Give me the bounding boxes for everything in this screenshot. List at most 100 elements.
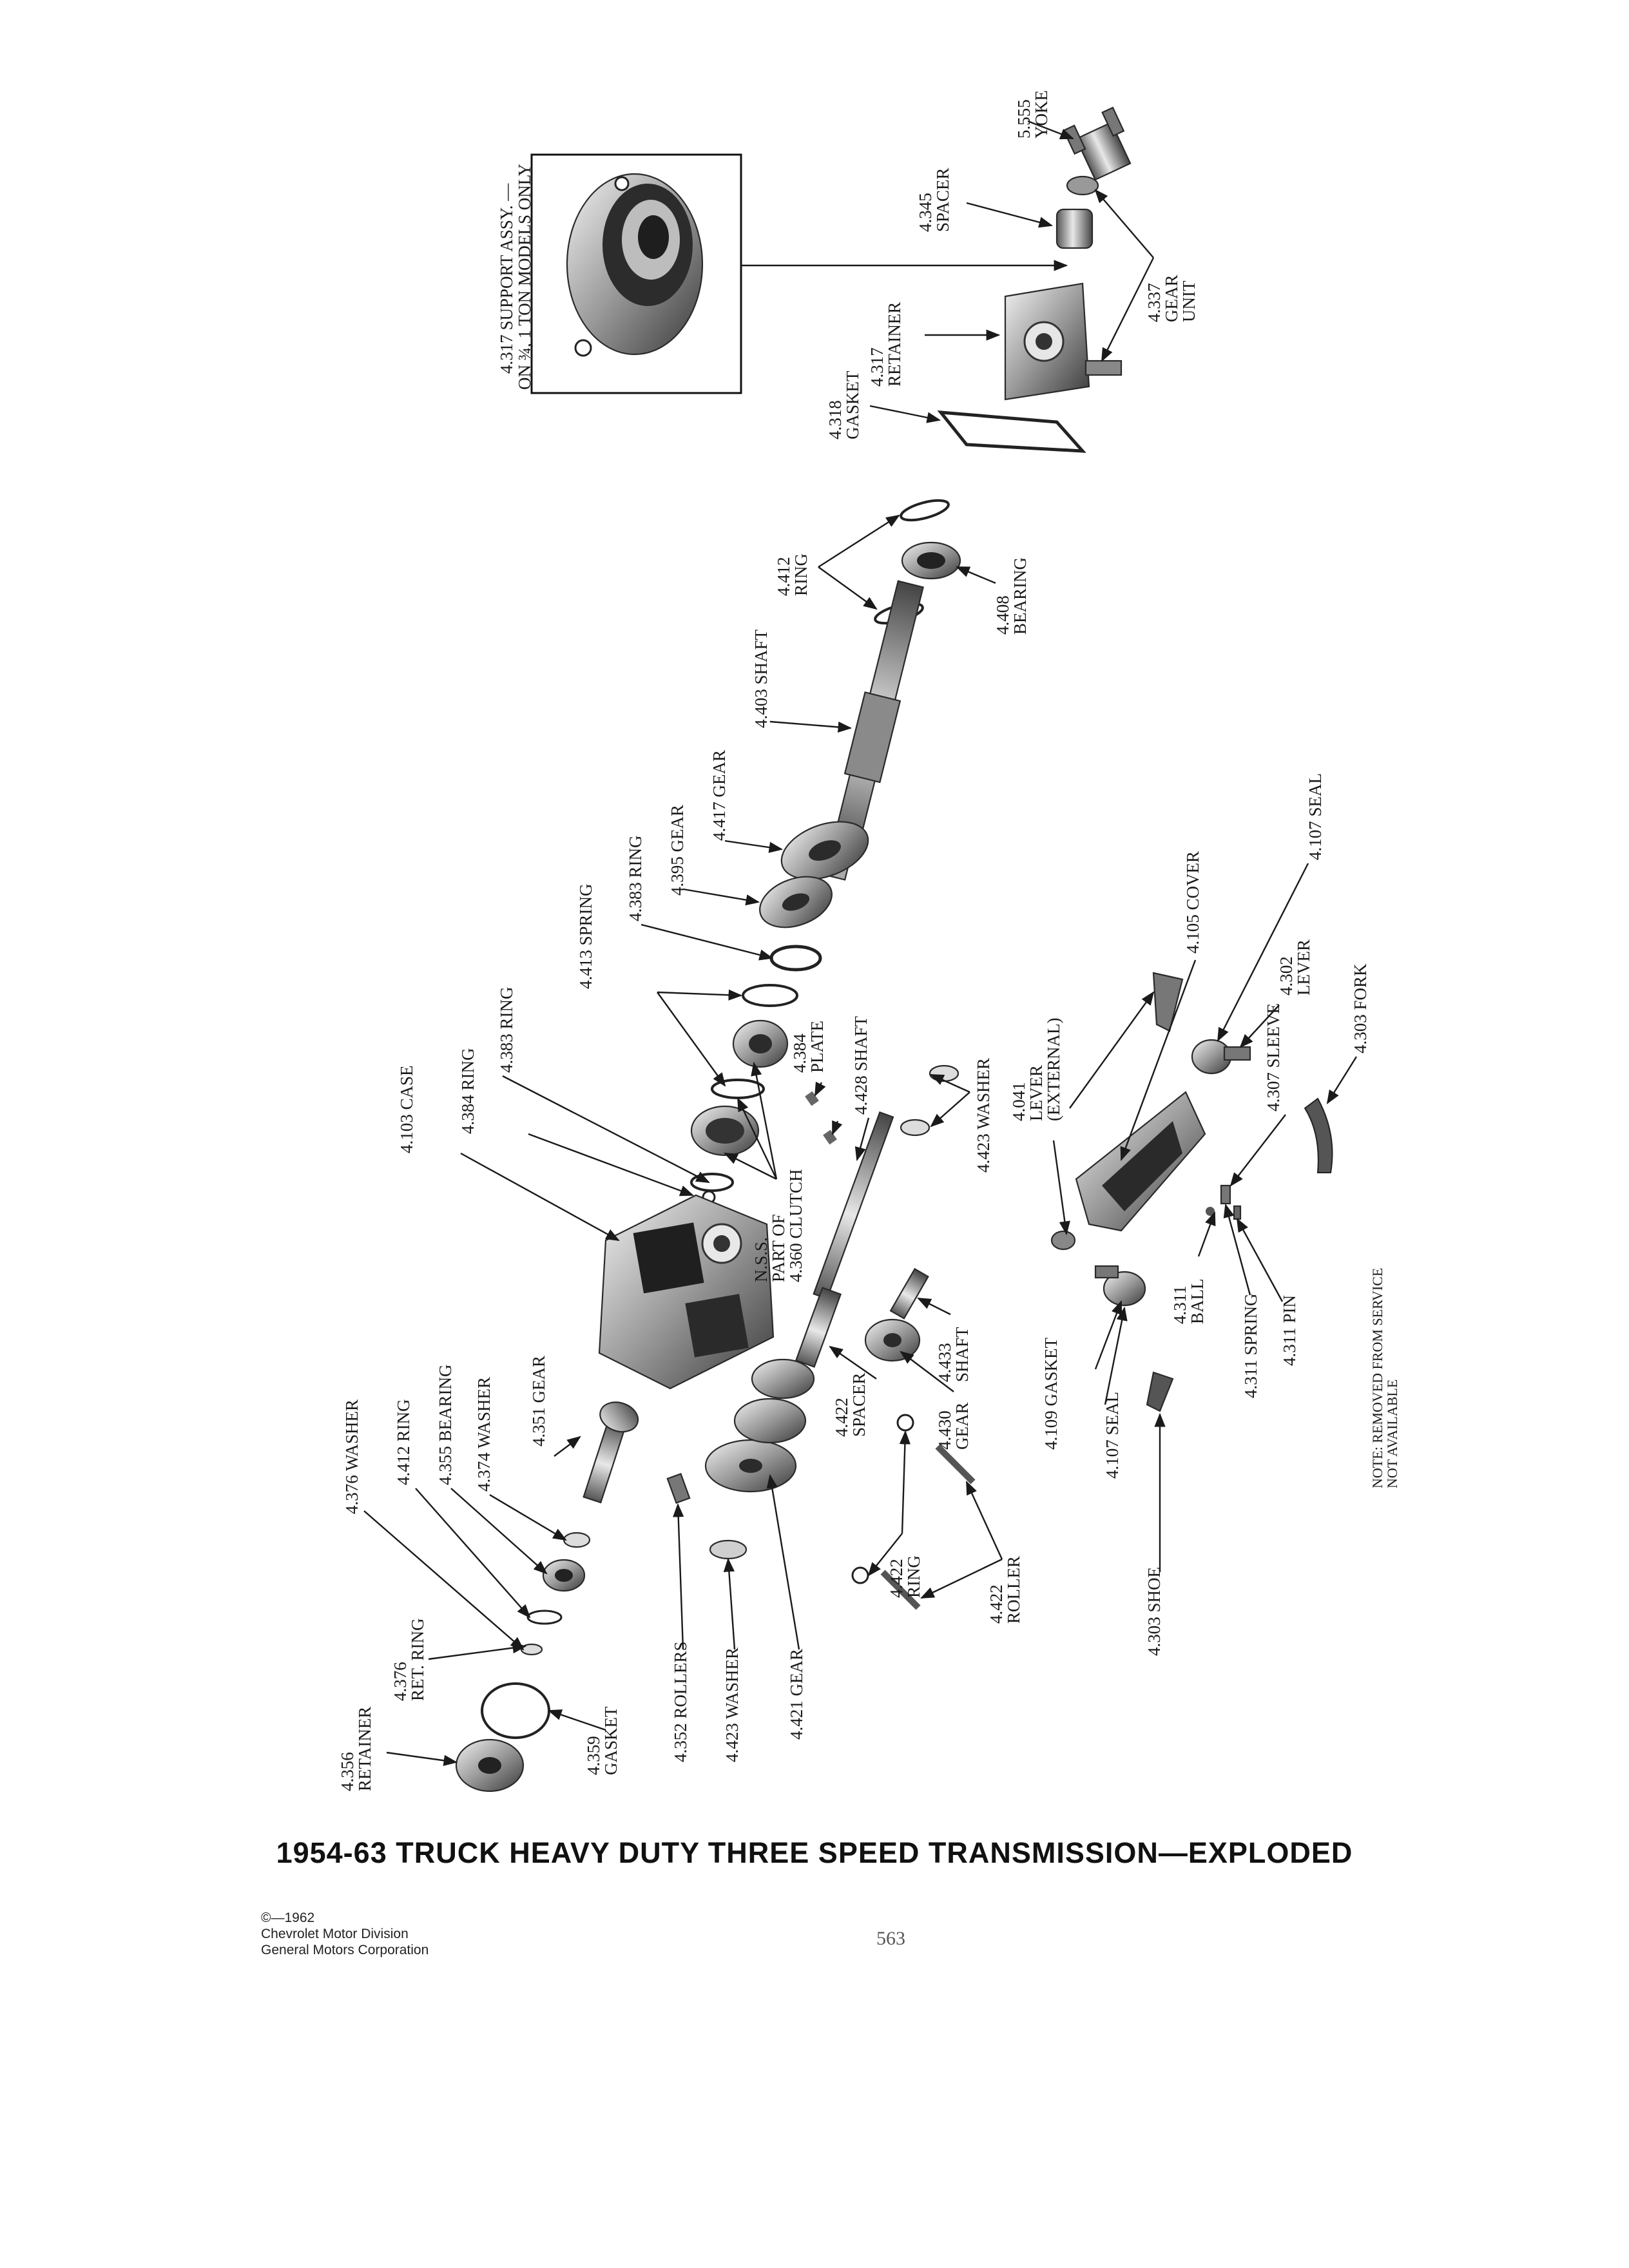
part-label-8-line-0: 4.417 GEAR [709, 750, 729, 841]
part-label-39-line-0: 4.359 [584, 1736, 603, 1775]
ring-4412-lower-part [526, 1610, 563, 1625]
part-label-43-line-0: 4.412 RING [394, 1399, 413, 1486]
part-label-35-line-1: ROLLER [1004, 1556, 1023, 1624]
part-label-30-line-0: 4.303 SHOE [1144, 1567, 1164, 1656]
part-label-38-line-0: 4.352 ROLLERS [671, 1641, 690, 1762]
part-label-16-line-0: 4.103 CASE [397, 1065, 416, 1153]
support-assembly-inset [530, 153, 1068, 394]
lever-4302-part [1191, 1039, 1251, 1075]
part-label-10-line-0: 4.383 RING [626, 836, 645, 922]
page-title: 1954-63 TRUCK HEAVY DUTY THREE SPEED TRA… [276, 1836, 1353, 1869]
idler-shaft-part [889, 1267, 929, 1320]
part-label-14-line-0: 4.383 RING [497, 987, 516, 1073]
part-label-33-line-0: 4.422 [832, 1398, 851, 1437]
part-label-29-line-0: 4.107 SEAL [1103, 1392, 1122, 1479]
part-label-28-line-0: 4.109 GASKET [1041, 1337, 1061, 1450]
part-label-9-line-0: 4.395 GEAR [668, 805, 687, 896]
part-label-group: 5.555YOKE4.345SPACER4.337GEARUNIT4.317RE… [338, 90, 1370, 1791]
part-label-1-line-0: 4.345 [916, 193, 935, 232]
part-label-0-line-0: 5.555 [1014, 99, 1034, 139]
support-assembly-photo [566, 173, 704, 357]
note-line-2: NOT AVAILABLE [1384, 1379, 1400, 1488]
part-label-24-line-0: 4.307 SLEEVE [1264, 1003, 1283, 1111]
pin-4311-part [1233, 1205, 1242, 1220]
part-label-31-line-1: SHAFT [952, 1327, 972, 1382]
fork-part [1304, 1097, 1333, 1173]
gasket-part [937, 410, 1086, 453]
rollers-4352-part [666, 1473, 691, 1504]
part-label-4-line-0: 4.318 [825, 400, 845, 439]
part-label-17-line-2: 4.360 CLUTCH [786, 1169, 805, 1283]
spring-4413-part [742, 984, 798, 1007]
washer-upper-a-part [929, 1064, 959, 1082]
case-part [598, 1194, 775, 1390]
part-label-19-line-1: LEVER [1027, 1065, 1046, 1121]
washer-4374-part [563, 1532, 591, 1548]
part-label-20-line-0: 4.105 COVER [1183, 851, 1202, 954]
part-label-26-line-0: 4.311 SPRING [1241, 1293, 1260, 1398]
clutch-gear-part [732, 1019, 789, 1068]
part-label-17-line-1: PART OF [769, 1214, 788, 1282]
ring-4422-upper-part [896, 1414, 914, 1432]
part-label-3-line-0: 4.317 [867, 347, 887, 387]
part-label-42-line-0: 4.376 WASHER [342, 1399, 361, 1514]
inset-caption-2: ON ¾, 1 TON MODELS ONLY [515, 164, 534, 390]
gear-4417-part [780, 821, 869, 880]
part-label-35-line-0: 4.422 [987, 1584, 1006, 1624]
gasket-4109-part [1050, 1230, 1076, 1251]
copyright-year: ©—1962 [261, 1910, 315, 1925]
part-label-27-line-0: 4.311 PIN [1280, 1295, 1299, 1366]
service-note: NOTE: REMOVED FROM SERVICE NOT AVAILABLE [1369, 1268, 1400, 1488]
main-drive-gear-part [583, 1401, 639, 1504]
gear-4395-part [759, 876, 833, 928]
part-label-2-line-1: GEAR [1162, 275, 1181, 323]
part-label-5-line-1: RING [791, 553, 811, 596]
part-label-2-line-0: 4.337 [1144, 283, 1164, 322]
yoke-part [1063, 106, 1132, 181]
retainer-gear-unit-part [1004, 282, 1123, 401]
part-label-23-line-0: 4.303 FORK [1351, 963, 1370, 1053]
retainer-4356-part [455, 1738, 525, 1792]
part-label-4-line-1: GASKET [843, 370, 862, 439]
copyright-corporation: General Motors Corporation [261, 1943, 429, 1957]
ring-4422-lower-part [851, 1566, 869, 1584]
page-number: 563 [876, 1928, 905, 1949]
part-label-18-line-0: 4.423 WASHER [974, 1058, 993, 1173]
shift-cover-part [1075, 1091, 1206, 1232]
leader-lines [363, 120, 1358, 1766]
ring-4383-part [769, 945, 822, 972]
bearing-part [901, 541, 961, 580]
part-label-41-line-1: RETAINER [355, 1707, 374, 1791]
plate-part-a [805, 1091, 819, 1106]
part-label-40-line-1: RET. RING [408, 1619, 427, 1702]
part-labels: 4.317 SUPPORT ASSY. — ON ¾, 1 TON MODELS… [497, 164, 534, 390]
part-label-37-line-0: 4.423 WASHER [722, 1648, 742, 1762]
copyright-division: Chevrolet Motor Division [261, 1927, 409, 1941]
cluster-gear-part [704, 1358, 815, 1493]
part-label-0-line-1: YOKE [1032, 90, 1051, 139]
clutch-spring-part [711, 1079, 765, 1099]
copyright-block: ©—1962 Chevrolet Motor Division General … [261, 1910, 429, 1958]
part-label-7-line-0: 4.403 SHAFT [751, 629, 771, 728]
part-label-22-line-1: LEVER [1294, 939, 1313, 995]
part-label-1-line-1: SPACER [933, 168, 952, 232]
part-label-2-line-2: UNIT [1179, 280, 1199, 322]
part-label-32-line-0: 4.430 [935, 1410, 954, 1450]
countershaft-part [813, 1111, 894, 1300]
part-label-41-line-0: 4.356 [338, 1752, 357, 1791]
inset-caption-1: 4.317 SUPPORT ASSY. — [497, 183, 516, 374]
part-label-40-line-0: 4.376 [390, 1662, 410, 1701]
washer-lower-part [709, 1539, 747, 1560]
rollers-4422-part [880, 1444, 976, 1610]
spacer-4422-part [795, 1287, 842, 1368]
part-label-32-line-1: GEAR [952, 1403, 972, 1450]
gasket-4359-part [481, 1682, 550, 1739]
lever-seal-lower-part [1094, 1265, 1146, 1307]
part-label-34-line-1: RING [904, 1555, 923, 1598]
part-label-36-line-0: 4.421 GEAR [787, 1649, 806, 1740]
part-label-44-line-0: 4.355 BEARING [436, 1365, 455, 1486]
part-label-12-line-0: 4.384 [790, 1033, 809, 1073]
bearing-4355-part [542, 1559, 586, 1592]
spacer-part [1055, 208, 1094, 249]
